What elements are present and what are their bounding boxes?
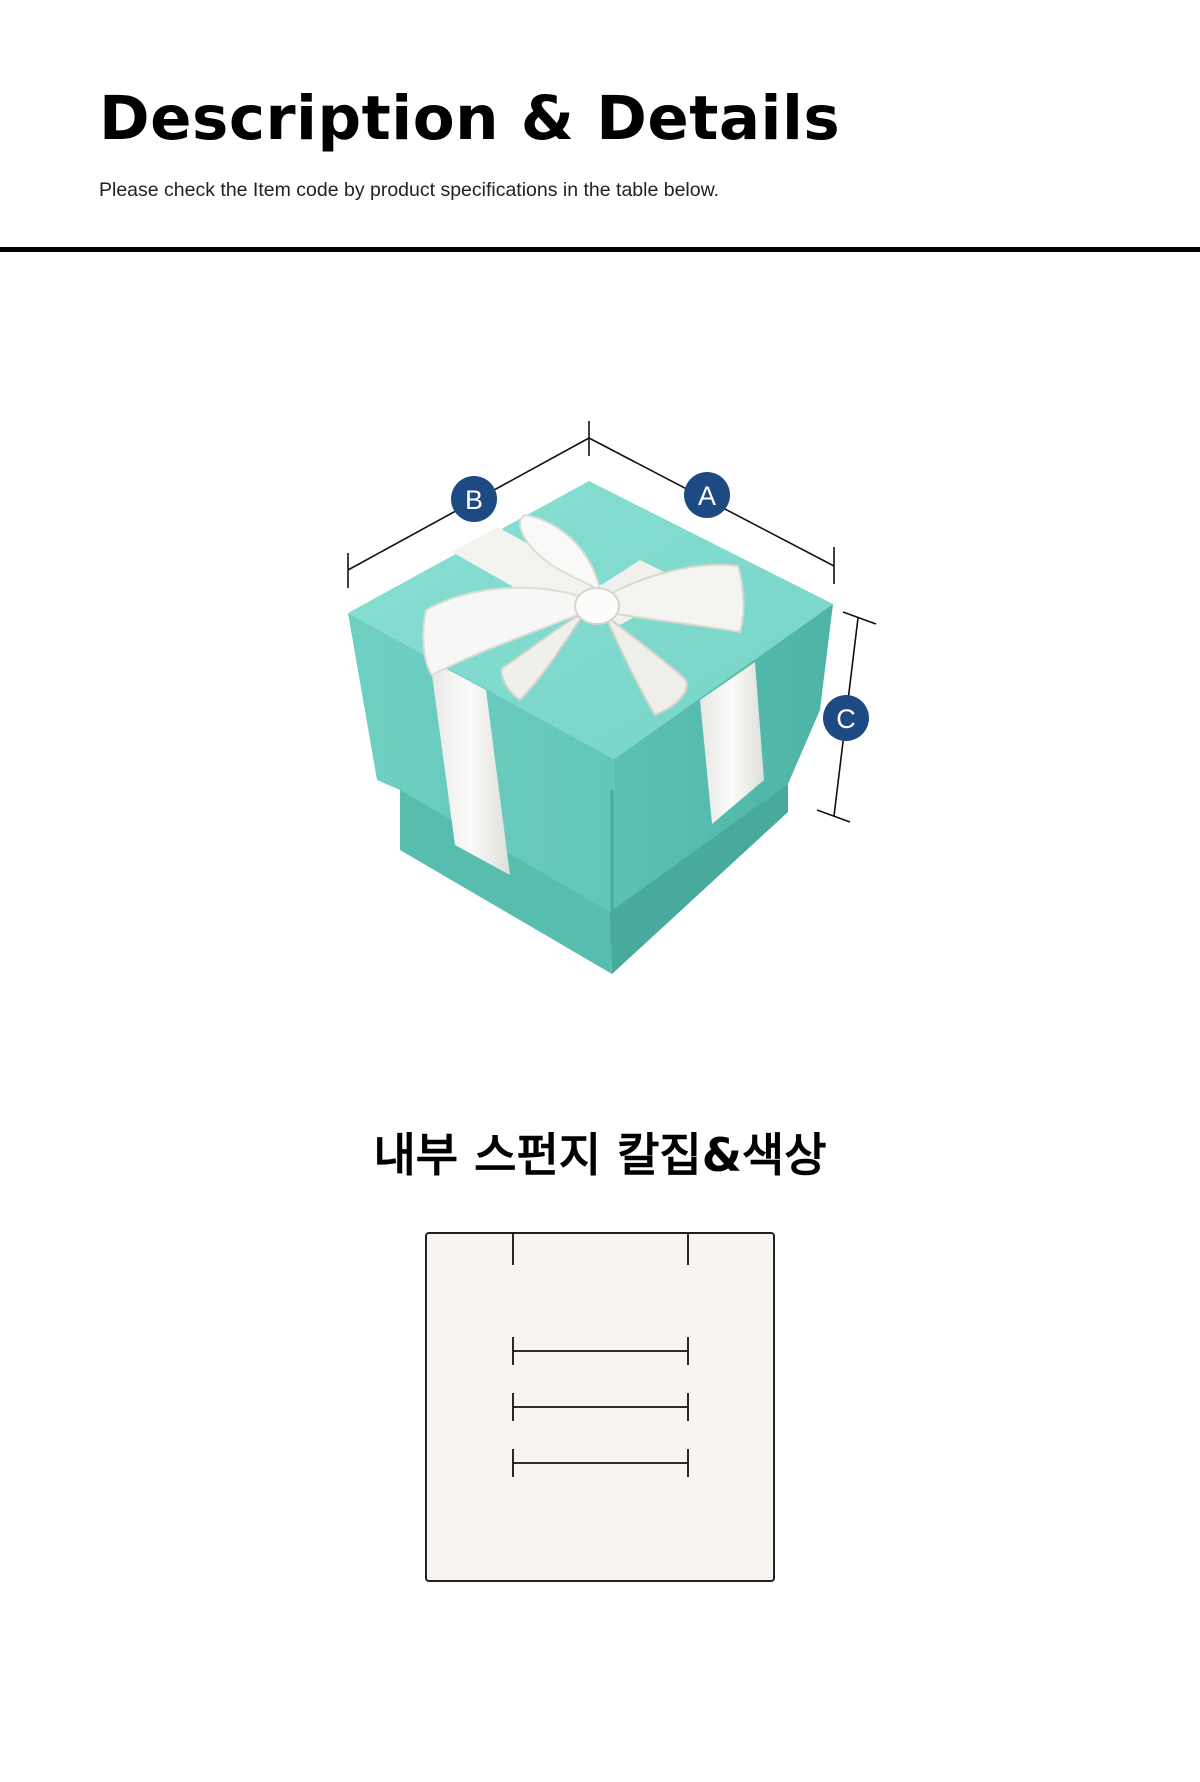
- page-header: Description & Details Please check the I…: [0, 0, 1200, 255]
- header-divider: [0, 247, 1200, 252]
- ribbon-tail-left: [500, 609, 588, 702]
- ribbon-bow-back-loop: [519, 513, 602, 592]
- page-title: Description & Details: [99, 83, 841, 154]
- slit-horizontal: [512, 1393, 689, 1421]
- sponge-slits: [512, 1233, 689, 1477]
- page-subtitle: Please check the Item code by product sp…: [99, 179, 720, 201]
- slit-horizontal: [512, 1337, 689, 1365]
- ribbon-band-left: [430, 660, 510, 875]
- sponge-insert-diagram: [425, 1232, 775, 1582]
- dimension-badge-a: A: [684, 472, 730, 518]
- ribbon-band-right: [700, 662, 764, 824]
- ribbon-bow-right-loop: [598, 563, 745, 634]
- sponge-section-title: 내부 스펀지 칼집&색상: [373, 1128, 827, 1182]
- dimension-label-b: B: [465, 485, 483, 515]
- ribbon-tail-right: [604, 614, 688, 717]
- gift-box-dimension-diagram: A B C: [347, 421, 877, 974]
- ribbon-bow-left-loop: [422, 586, 591, 677]
- dimension-label-a: A: [698, 481, 716, 511]
- dimension-badge-c: C: [823, 695, 869, 741]
- dimension-badge-b: B: [451, 476, 497, 522]
- slit-horizontal: [512, 1449, 689, 1477]
- dimension-label-c: C: [836, 704, 856, 734]
- ribbon-bow-knot: [574, 587, 620, 625]
- box-base-right-strip: [610, 784, 788, 974]
- box-base-strip: [400, 790, 612, 974]
